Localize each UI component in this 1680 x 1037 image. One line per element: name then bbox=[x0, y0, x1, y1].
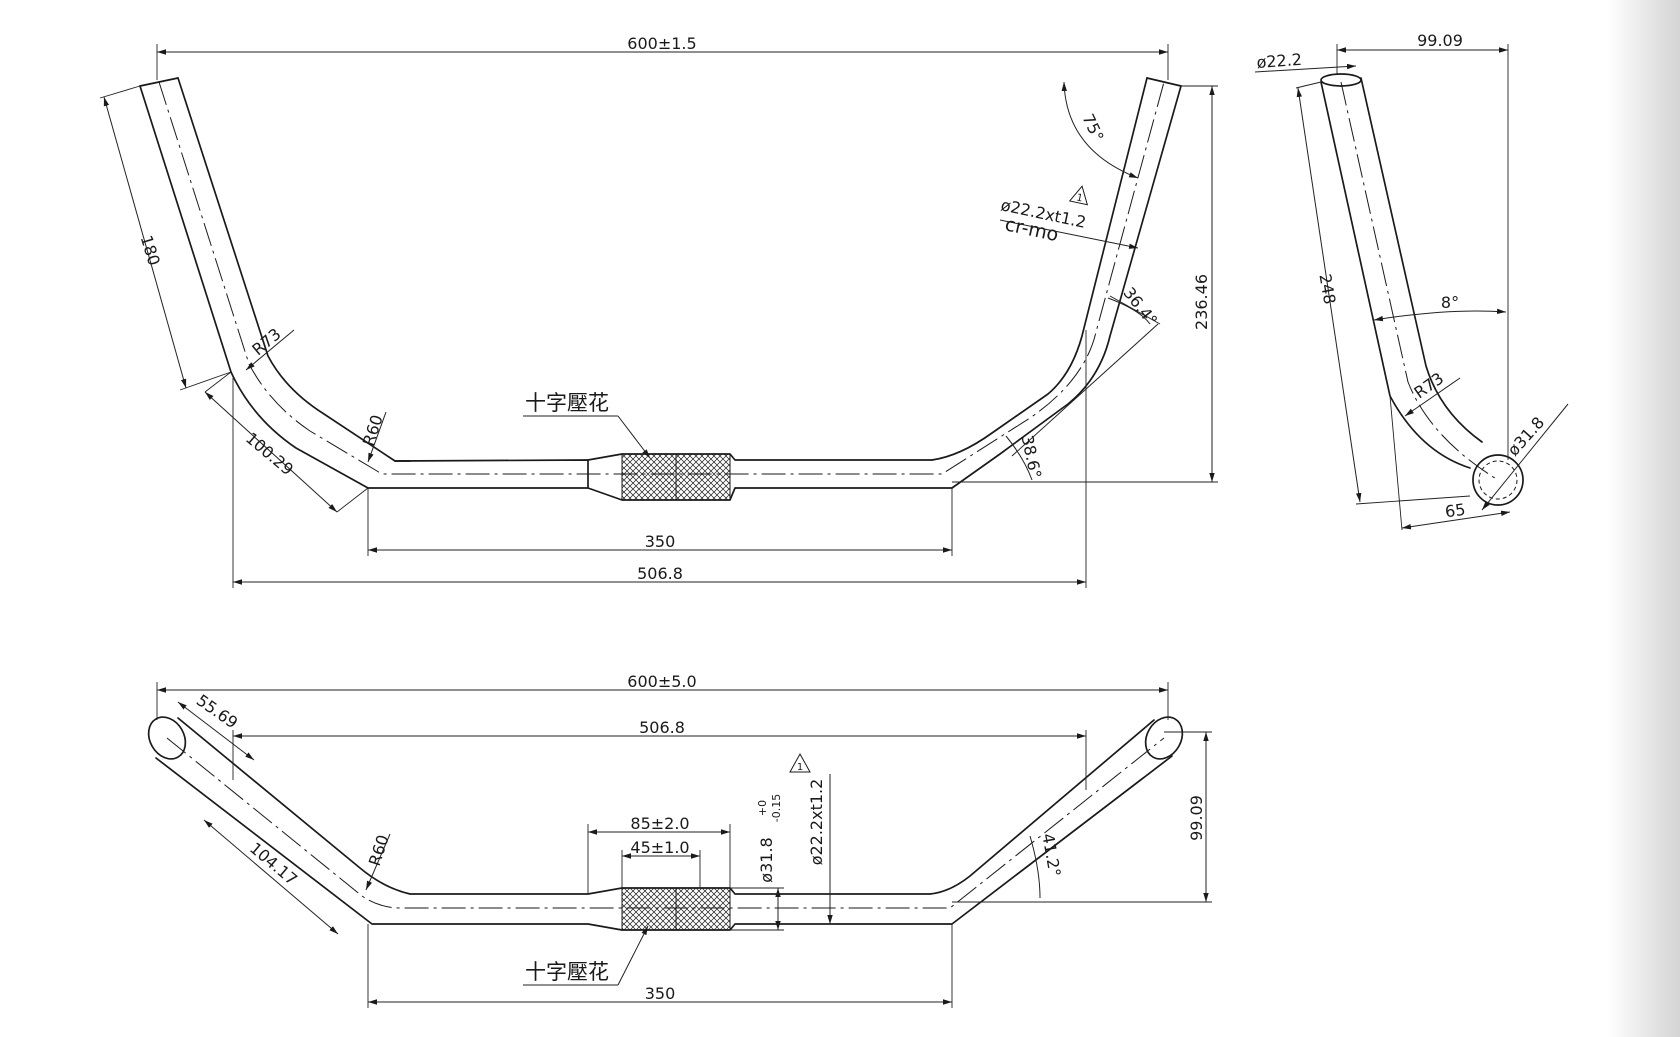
top-knurl-zone-label: 85±2.0 bbox=[630, 814, 689, 833]
top-knurl-center-dimension: 45±1.0 bbox=[621, 838, 701, 888]
top-inner-width-label: 506.8 bbox=[639, 718, 685, 737]
side-centerline bbox=[1340, 81, 1499, 481]
front-upper-radius-dimension: R73 bbox=[245, 324, 295, 371]
top-knurl-callout: 十字壓花 bbox=[523, 925, 649, 986]
top-sweep-angle-dimension: 41.2° bbox=[1029, 832, 1065, 899]
front-side-length-dimension: 180 bbox=[99, 85, 232, 391]
top-end-length-label: 55.69 bbox=[193, 691, 241, 733]
side-offset-label: 99.09 bbox=[1417, 31, 1463, 50]
front-upper-rise-angle-label: 36.4° bbox=[1119, 284, 1161, 330]
svg-text:1: 1 bbox=[797, 762, 803, 773]
top-right-end-cap bbox=[1144, 716, 1184, 760]
top-tube-spec-dimension: ø22.2xt1.2 1 bbox=[735, 752, 836, 925]
front-outer-width-dimension: 506.8 bbox=[232, 330, 1087, 588]
top-radius-label: R60 bbox=[365, 832, 393, 868]
top-sweep-depth-label: 99.09 bbox=[1187, 795, 1206, 841]
side-handlebar-outline bbox=[1320, 73, 1524, 506]
front-flat-length-label: 350 bbox=[645, 532, 676, 551]
front-lower-radius-dimension: R60 bbox=[359, 411, 387, 463]
warning-triangle-icon: 1 bbox=[789, 752, 811, 773]
front-lower-radius-label: R60 bbox=[359, 412, 387, 448]
top-clamp-diameter-label: ø31.8 bbox=[757, 837, 776, 882]
side-clamp-diameter-dimension: ø31.8 bbox=[1481, 403, 1569, 511]
front-centerline bbox=[158, 81, 1165, 475]
front-knurl-label: 十字壓花 bbox=[525, 391, 609, 415]
front-side-length-label: 180 bbox=[137, 233, 164, 268]
front-lower-rise-angle-label: 38.6° bbox=[1018, 434, 1046, 481]
side-radius-dimension: R73 bbox=[1404, 369, 1461, 417]
top-knurl-center-label: 45±1.0 bbox=[630, 838, 689, 857]
warning-triangle-icon: 1 bbox=[1068, 185, 1089, 206]
front-lower-rise-angle-dimension: 38.6° bbox=[1005, 323, 1159, 481]
side-angle-label: 8° bbox=[1441, 293, 1459, 312]
front-overall-width-label: 600±1.5 bbox=[627, 34, 696, 53]
side-base-length-label: 65 bbox=[1444, 500, 1467, 522]
side-length-dimension: 248 bbox=[1295, 81, 1471, 505]
side-clamp-circle bbox=[1472, 454, 1524, 506]
front-view: 600±1.5 180 R73 R60 100.29 bbox=[99, 34, 1218, 588]
front-upper-radius-label: R73 bbox=[248, 324, 284, 359]
top-clamp-tolerance-upper: +0 bbox=[756, 800, 769, 816]
side-radius-label: R73 bbox=[1411, 369, 1448, 403]
top-centerline bbox=[166, 737, 1165, 909]
top-transition-length-dimension: 104.17 bbox=[203, 819, 339, 935]
side-view: ø22.2 99.09 248 8° R73 ø31.8 bbox=[1254, 31, 1569, 531]
top-clamp-diameter-dimension: ø31.8 +0 -0.15 bbox=[730, 794, 784, 931]
top-knurl-label: 十字壓花 bbox=[525, 960, 609, 984]
side-base-length-dimension: 65 bbox=[1389, 395, 1511, 531]
top-view: 600±5.0 55.69 506.8 104.17 R60 8 bbox=[147, 672, 1212, 1008]
top-overall-width-label: 600±5.0 bbox=[627, 672, 696, 691]
front-knurl-callout: 十字壓花 bbox=[523, 391, 651, 459]
top-flat-length-label: 350 bbox=[645, 984, 676, 1003]
side-end-diameter-dimension: ø22.2 bbox=[1254, 50, 1357, 73]
top-sweep-depth-dimension: 99.09 bbox=[952, 731, 1212, 903]
side-angle-dimension: 8° bbox=[1373, 293, 1507, 322]
front-overall-height-label: 236.46 bbox=[1192, 274, 1211, 330]
front-transition-length-label: 100.29 bbox=[242, 429, 297, 480]
top-tube-spec-label: ø22.2xt1.2 bbox=[807, 779, 826, 866]
top-sweep-angle-label: 41.2° bbox=[1038, 832, 1064, 878]
top-overall-width-dimension: 600±5.0 bbox=[156, 672, 1169, 720]
front-flat-length-dimension: 350 bbox=[367, 488, 953, 556]
side-end-diameter-label: ø22.2 bbox=[1256, 50, 1303, 72]
side-offset-dimension: 99.09 bbox=[1336, 31, 1509, 460]
front-grip-angle-dimension: 75° bbox=[1061, 81, 1139, 179]
front-overall-width-dimension: 600±1.5 bbox=[156, 34, 1169, 80]
front-upper-rise-angle-dimension: 36.4° bbox=[1107, 284, 1161, 330]
front-overall-height-dimension: 236.46 bbox=[952, 85, 1218, 483]
side-length-label: 248 bbox=[1315, 272, 1339, 305]
top-knurl-zone-dimension: 85±2.0 bbox=[587, 814, 731, 894]
top-flat-length-dimension: 350 bbox=[367, 924, 953, 1008]
svg-text:1: 1 bbox=[1075, 192, 1084, 204]
front-outer-width-label: 506.8 bbox=[637, 564, 683, 583]
top-clamp-tolerance-lower: -0.15 bbox=[770, 794, 783, 822]
page-edge-shadow bbox=[1608, 0, 1680, 1037]
top-inner-width-dimension: 506.8 bbox=[232, 718, 1087, 790]
